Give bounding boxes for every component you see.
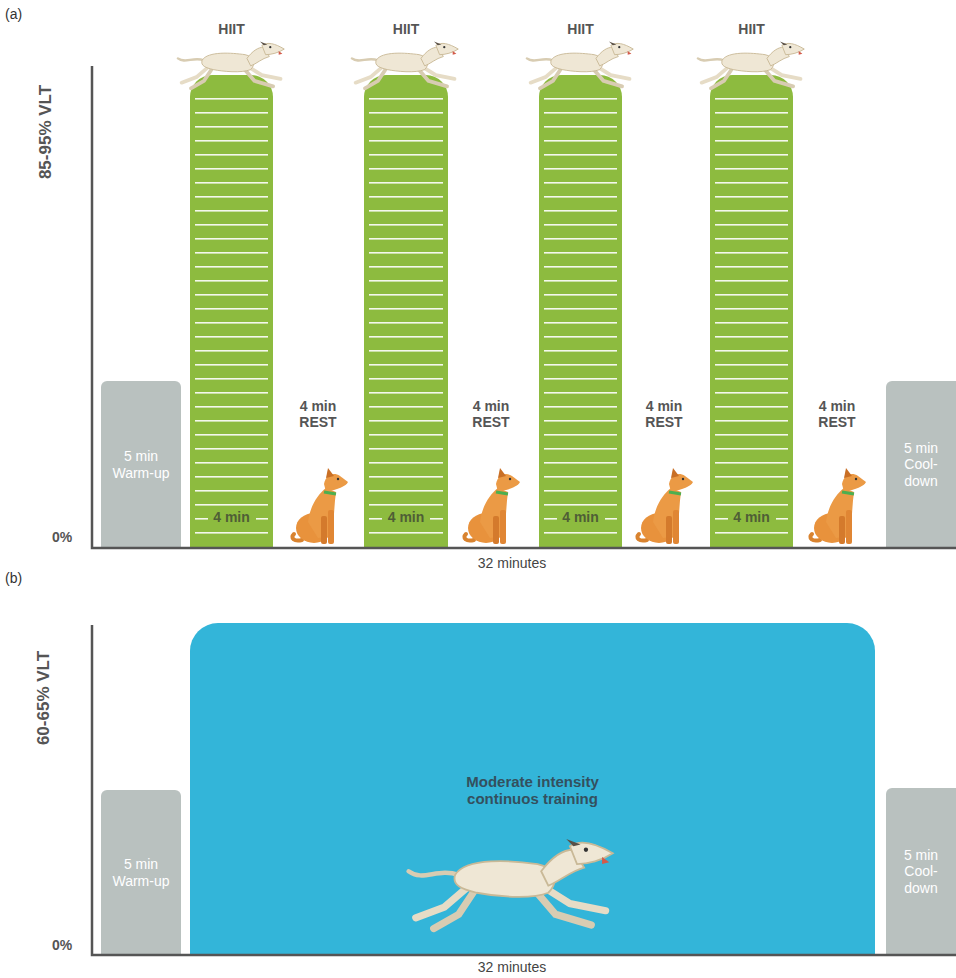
hiit-bar: HIIT4 min — [539, 75, 622, 548]
sitting-dog — [464, 468, 520, 544]
bar-stripes — [195, 98, 788, 534]
box-text: Moderate intensity continuos training — [443, 773, 623, 808]
axis — [92, 66, 956, 548]
running-dog — [527, 42, 633, 89]
axis-label: 60-65% VLT — [34, 651, 54, 745]
mict-block: Moderate intensity continuos training — [190, 623, 875, 955]
hiit-bar — [539, 75, 622, 548]
hiit-bar — [364, 75, 448, 548]
warmup-box: 5 min Warm-up — [101, 790, 181, 955]
axis-label: 85-95% VLT — [36, 85, 56, 179]
panel-letter: (a) — [5, 6, 22, 22]
rest-label: 4 min REST — [641, 398, 687, 430]
mict-block — [190, 623, 875, 955]
box-text: 5 min Cool-down — [890, 440, 952, 488]
cooldown-box: 5 min Cool-down — [886, 788, 956, 955]
duration-text: 4 min — [728, 508, 776, 526]
cooldown-block — [886, 381, 956, 548]
warmup-box: 5 min Warm-up — [101, 381, 181, 548]
running-dog — [409, 839, 613, 929]
rest-label: 4 min REST — [295, 398, 341, 430]
panel-letter: (b) — [5, 570, 22, 586]
label-holder: 32 minutes — [478, 555, 546, 571]
stripe-fill — [369, 98, 443, 534]
bar-heading: HIIT — [393, 21, 419, 39]
hiit-bar: HIIT4 min — [364, 75, 448, 548]
bar-heading: HIIT — [738, 21, 764, 39]
duration-text: 4 min — [557, 508, 605, 526]
axis — [92, 625, 956, 955]
label-holder: 4 min REST — [814, 398, 860, 430]
hiit-bar — [190, 75, 273, 548]
label-holder: 4 min REST — [641, 398, 687, 430]
bar-heading: HIIT — [218, 21, 244, 39]
stripe-fill — [195, 98, 268, 534]
hiit-bar: HIIT4 min — [190, 75, 273, 548]
label-holder: 60-65% VLT — [34, 651, 54, 745]
rest-label: 4 min REST — [468, 398, 514, 430]
label-holder: (b) — [5, 570, 22, 586]
label-holder: 0% — [52, 937, 72, 953]
box-text: 5 min Warm-up — [105, 856, 177, 888]
bar-heading: HIIT — [567, 21, 593, 39]
label-holder: 4 min REST — [295, 398, 341, 430]
axis-tick: 0% — [52, 529, 72, 545]
duration-text: 4 min — [382, 508, 430, 526]
label-holder: 0% — [52, 529, 72, 545]
axis-tick: 0% — [52, 937, 72, 953]
running-dog — [352, 42, 458, 89]
hiit-bar: HIIT4 min — [710, 75, 793, 548]
duration-text: 4 min — [208, 508, 256, 526]
box-text: 5 min Cool-down — [890, 847, 952, 895]
sitting-dog — [810, 468, 866, 544]
running-dog — [698, 42, 804, 89]
cooldown-block — [886, 788, 956, 955]
label-holder: 4 min REST — [468, 398, 514, 430]
rest-label: 4 min REST — [814, 398, 860, 430]
label-holder: 85-95% VLT — [36, 85, 56, 179]
sitting-dog — [292, 468, 348, 544]
cooldown-box: 5 min Cool-down — [886, 381, 956, 548]
label-holder: (a) — [5, 6, 22, 22]
running-dog — [178, 42, 284, 89]
stripe-fill — [715, 98, 788, 534]
warmup-block — [101, 381, 181, 548]
label-holder: 32 minutes — [478, 959, 546, 975]
hiit-bar — [710, 75, 793, 548]
warmup-block — [101, 790, 181, 955]
axis-duration: 32 minutes — [478, 959, 546, 975]
stripe-fill — [544, 98, 617, 534]
hiit-bars — [190, 75, 793, 548]
box-text: 5 min Warm-up — [105, 448, 177, 480]
axis-duration: 32 minutes — [478, 555, 546, 571]
sitting-dog — [637, 468, 693, 544]
